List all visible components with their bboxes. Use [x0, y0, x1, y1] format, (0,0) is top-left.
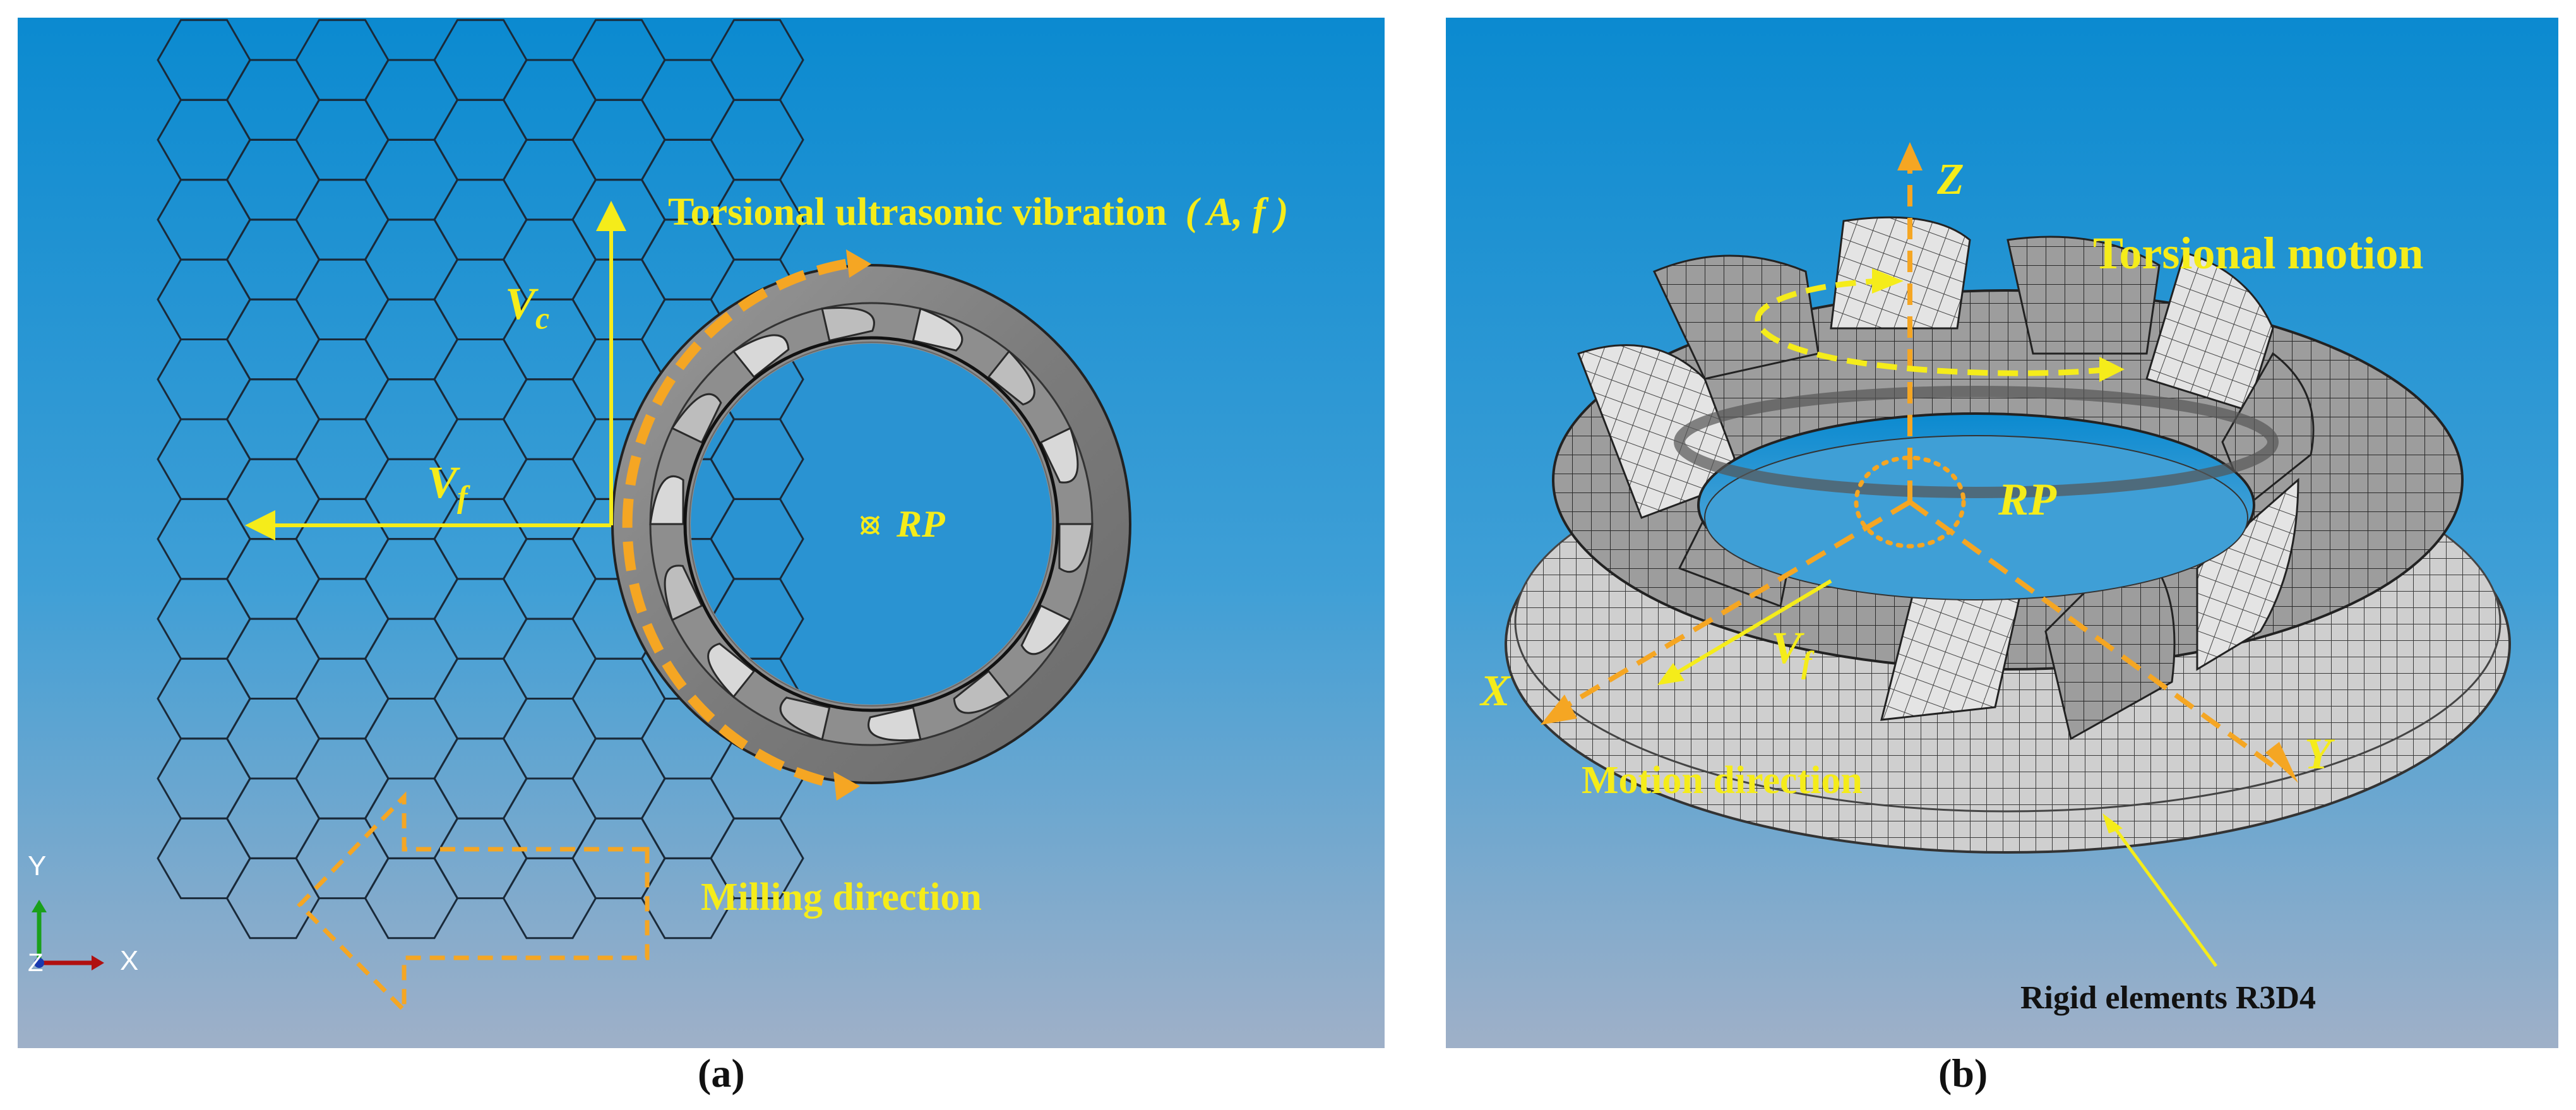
torsional-vibration-arc: [622, 259, 847, 791]
vf-label-3d: Vf: [1771, 623, 1812, 680]
tool-blade: [953, 669, 1011, 714]
tool-blade: [868, 706, 922, 742]
caption-b: (b): [1938, 1051, 1988, 1095]
tool-blade: [1020, 604, 1072, 655]
x-axis-label: X: [1481, 667, 1510, 715]
tool-blade: [912, 307, 963, 352]
tool-blade: [707, 642, 756, 698]
coordinate-triad: [32, 900, 104, 970]
milling-direction-label: Milling direction: [701, 876, 982, 919]
rigid-elements-label: Rigid elements R3D4: [2020, 980, 2316, 1016]
caption-a: (a): [698, 1051, 745, 1095]
tool-blade: [732, 334, 790, 379]
reference-point-marker: [860, 515, 880, 535]
triad-z-label: Z: [28, 949, 44, 977]
vibration-label: Torsional ultrasonic vibration ( A, f ): [668, 191, 1289, 234]
y-axis-arrow: [1908, 499, 2281, 773]
tool-blade: [821, 306, 875, 342]
hexagonal-workpiece-mesh: [157, 19, 804, 940]
vc-label: Vc: [505, 278, 550, 336]
rp-label-a: RP: [897, 503, 945, 545]
tool-blade: [664, 564, 703, 622]
tool-blades: [649, 306, 1094, 742]
torsional-motion-label: Torsional motion: [2093, 228, 2424, 278]
vf-arrow-3d: [1666, 579, 1832, 681]
torsional-motion-arc: [1755, 278, 2109, 376]
arc-arrowhead-top: [846, 249, 871, 278]
tool-3d-model: [1505, 216, 2511, 854]
tool-blade: [987, 350, 1035, 406]
z-axis-label: Z: [1937, 155, 1964, 204]
rp-dotted-circle: [1854, 455, 1966, 549]
tool-blade: [779, 696, 831, 741]
milling-direction-arrow: [297, 791, 650, 1016]
motion-direction-label: Motion direction: [1582, 759, 1863, 802]
rigid-elements-leader: [2110, 823, 2218, 967]
tool-blade: [1058, 523, 1094, 573]
tool-blade: [671, 393, 722, 444]
tool-blade: [649, 475, 684, 525]
triad-y-label: Y: [28, 850, 47, 881]
vf-label: Vf: [427, 457, 468, 515]
triad-x-label: X: [120, 945, 139, 976]
tool-blade: [1039, 426, 1079, 484]
rp-label-b: RP: [1998, 474, 2057, 525]
y-axis-label: Y: [2305, 730, 2332, 779]
vibration-params: ( A, f ): [1185, 191, 1289, 234]
x-axis-arrow: [1551, 499, 1912, 716]
hex-cell: [710, 817, 804, 900]
arc-arrowhead-bottom: [833, 772, 860, 801]
